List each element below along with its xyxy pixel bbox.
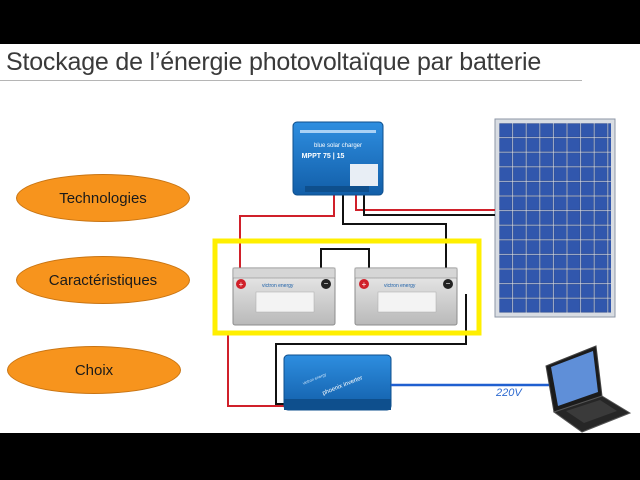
slide-title: Stockage de l’énergie photovoltaïque par… [6,48,542,76]
battery-2-brand: victron energy [384,283,416,289]
wire-inverter-positive [227,334,284,407]
svg-text:−: − [324,279,329,288]
pv-storage-diagram: blue solar charger MPPT 75 | 15 + − vict… [212,118,632,433]
inverter: phoenix inverter victron energy [283,354,392,411]
battery-2: + − victron energy [354,267,458,326]
battery-1: + − victron energy [232,267,336,326]
title-divider [0,80,582,81]
wire-inverter-negative [275,294,467,405]
charge-controller: blue solar charger MPPT 75 | 15 [292,121,384,196]
laptop-icon [545,345,632,433]
wire-battery-link [320,248,370,272]
controller-brand: blue solar charger [314,143,362,149]
ac-voltage-label: 220V [496,387,522,399]
svg-text:−: − [446,279,451,288]
wire-controller-positive [239,195,335,272]
battery-1-positive-terminal [236,279,246,289]
topic-caracteristiques[interactable]: Caractéristiques [16,256,190,304]
battery-1-brand: victron energy [262,283,294,289]
wire-panel-positive [355,195,495,211]
solar-panel [494,118,616,318]
wiring [227,195,495,407]
slide: Stockage de l’énergie photovoltaïque par… [0,44,640,433]
topic-choix[interactable]: Choix [7,346,181,394]
svg-text:+: + [239,280,244,289]
wire-panel-negative [363,195,495,216]
wire-controller-negative [342,195,447,272]
battery-highlight-frame [212,238,482,336]
battery-2-positive-terminal [359,279,369,289]
battery-2-negative-terminal [443,279,453,289]
topic-technologies[interactable]: Technologies [16,174,190,222]
battery-1-negative-terminal [321,279,331,289]
controller-model: MPPT 75 | 15 [302,153,345,160]
svg-text:+: + [362,280,367,289]
